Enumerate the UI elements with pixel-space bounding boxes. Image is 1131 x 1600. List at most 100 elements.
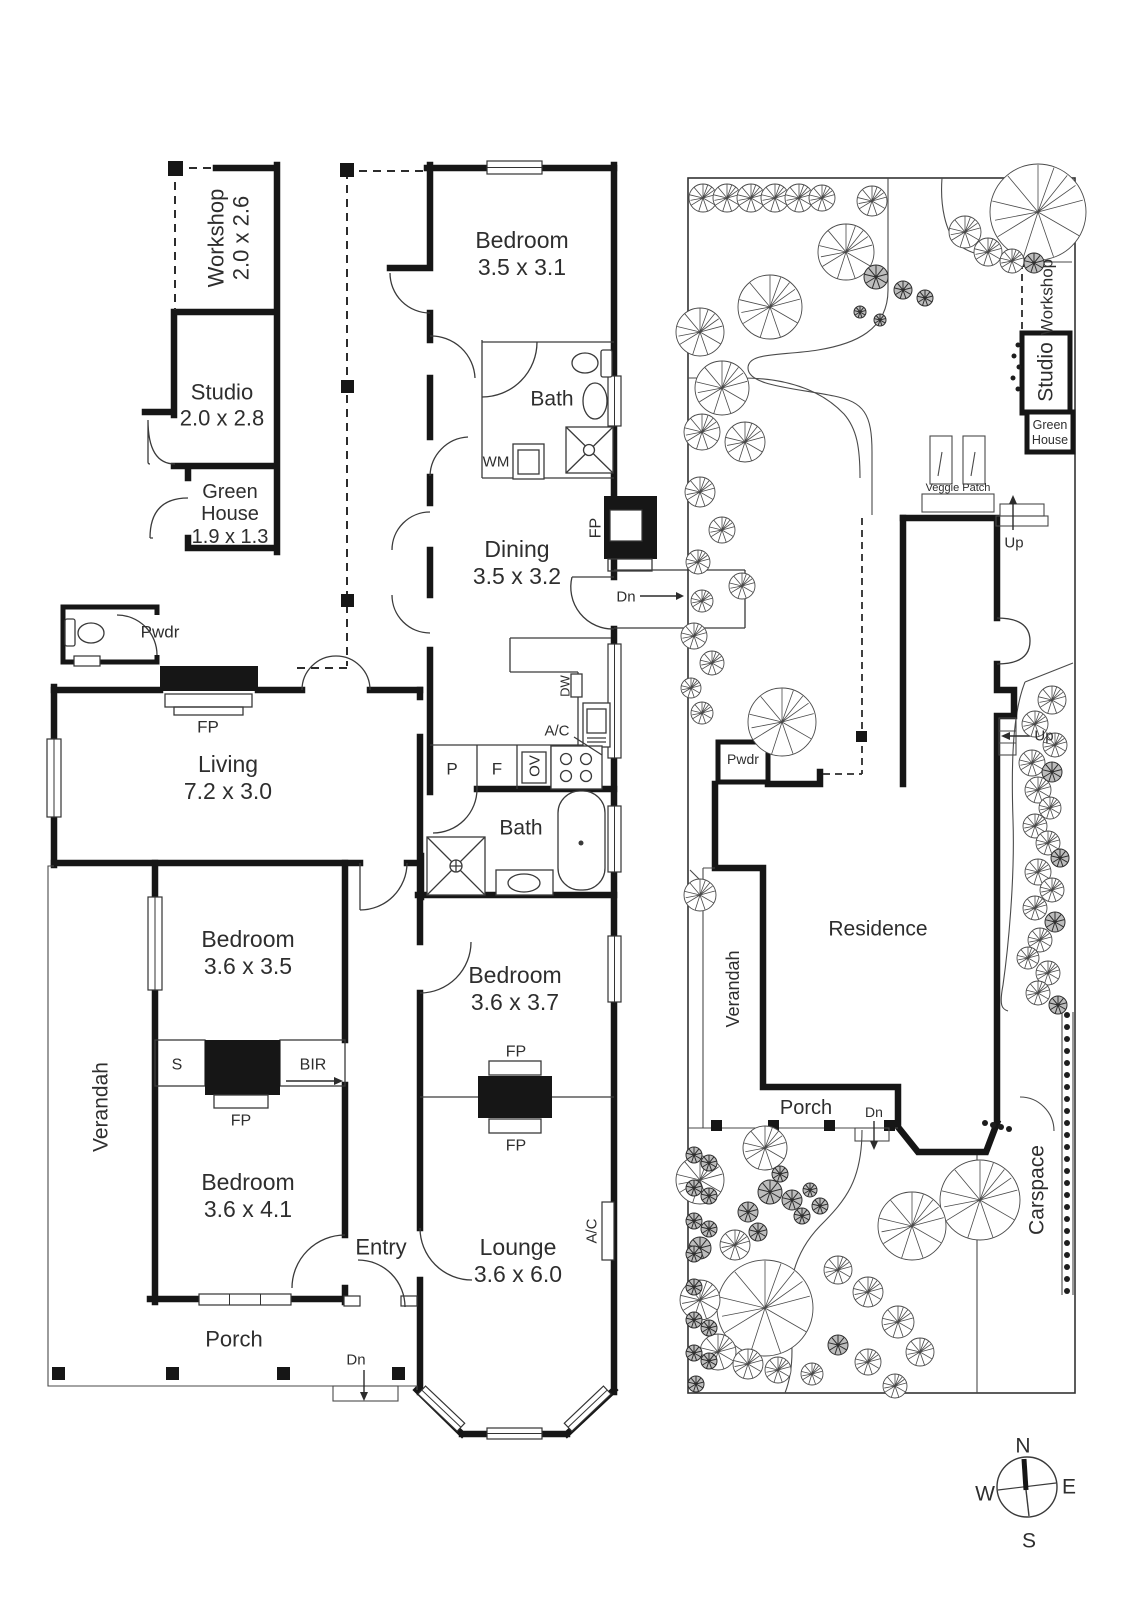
powder-room-walls xyxy=(60,604,160,665)
toilet-icon xyxy=(571,349,613,378)
site-plan: Workshop Studio Green House Veggie Patch… xyxy=(674,164,1086,1399)
workshop-label: Workshop xyxy=(204,189,229,288)
site-plan-labels: Workshop Studio Green House Veggie Patch… xyxy=(723,259,1068,1235)
washing-machine-icon xyxy=(512,443,545,480)
tree-icon xyxy=(684,476,716,508)
shrub-icon xyxy=(700,1352,718,1370)
verandah-site-label: Verandah xyxy=(723,950,743,1027)
porch-post xyxy=(824,1120,835,1131)
verandah-porch xyxy=(47,592,684,1402)
greenhouse-door xyxy=(149,497,189,539)
fireplace-bedroom xyxy=(154,1039,346,1109)
fridge-label: F xyxy=(492,760,502,779)
bath1-label: Bath xyxy=(530,388,573,411)
tree-icon xyxy=(685,549,711,575)
hedge-dot xyxy=(1064,1012,1070,1018)
fp-label: FP xyxy=(588,518,605,538)
tree-icon xyxy=(990,164,1086,260)
hedge-dot xyxy=(1064,1180,1070,1186)
window xyxy=(607,935,622,1003)
compass-needle xyxy=(1021,1458,1029,1491)
fp-label: FP xyxy=(197,718,219,737)
hedge-dot xyxy=(982,1120,988,1126)
shrub-icon xyxy=(737,1201,759,1223)
bedroom2-label: Bedroom xyxy=(201,926,294,952)
dn-label: Dn xyxy=(346,1352,365,1369)
wm-label: WM xyxy=(483,454,510,471)
shrub-icon xyxy=(685,1179,703,1197)
shower-icon xyxy=(565,426,614,474)
bedroom4-label: Bedroom xyxy=(468,962,561,988)
studio-door xyxy=(147,419,176,465)
window xyxy=(147,896,163,991)
studio-site-label: Studio xyxy=(1035,342,1058,402)
shrub-icon xyxy=(771,1165,789,1183)
hedge-dot xyxy=(1015,342,1021,348)
hedge-dot xyxy=(1064,1024,1070,1030)
porch-post xyxy=(768,1120,779,1131)
tree-icon xyxy=(882,1373,908,1399)
hedge-dot xyxy=(1011,353,1017,359)
hedge-dot xyxy=(1064,1264,1070,1270)
porch-step xyxy=(332,1385,399,1402)
hedge-dot xyxy=(1064,1060,1070,1066)
bay-window xyxy=(417,1385,466,1433)
tree-icon xyxy=(852,1276,884,1308)
tree-icon xyxy=(708,516,736,544)
hedge-dot xyxy=(1064,1096,1070,1102)
doors xyxy=(116,272,615,1308)
shrub-icon xyxy=(893,280,913,300)
tree-icon xyxy=(938,1158,1022,1242)
hedge-dot xyxy=(1064,1276,1070,1282)
porch-post xyxy=(166,1367,179,1380)
hedge-dot xyxy=(1010,375,1016,381)
tree-icon xyxy=(680,622,708,650)
shelf-label: S xyxy=(172,1057,183,1074)
shrub-icon xyxy=(1048,995,1068,1015)
steps-north xyxy=(995,495,1049,530)
shrub-icon xyxy=(802,1182,818,1198)
tree-icon xyxy=(876,1190,948,1262)
toilet-icon xyxy=(64,618,105,647)
window xyxy=(607,643,622,759)
tree-icon xyxy=(683,413,721,451)
site-outbuilding xyxy=(1014,257,1076,455)
tree-icon xyxy=(823,1255,853,1285)
site-verandah-porch xyxy=(688,867,898,1150)
greenhouse-site xyxy=(1024,409,1076,455)
tree-icon xyxy=(881,1305,915,1339)
living-dims: 7.2 x 3.0 xyxy=(184,778,272,804)
tree-icon xyxy=(690,701,714,725)
tree-icon xyxy=(1016,946,1040,970)
windows xyxy=(46,160,622,1440)
shrub-icon xyxy=(1050,848,1070,868)
window xyxy=(46,738,62,818)
hedge-dot xyxy=(1006,1126,1012,1132)
studio-dims: 2.0 x 2.8 xyxy=(180,406,264,431)
tree-icon xyxy=(905,1337,935,1367)
bedroom1-dims: 3.5 x 3.1 xyxy=(478,254,566,280)
window xyxy=(198,1293,292,1306)
shrub-icon xyxy=(781,1189,803,1211)
shrub-icon xyxy=(687,1375,705,1393)
greenhouse-label-2: House xyxy=(201,503,259,525)
shrub-icon xyxy=(685,1311,703,1329)
oven-label: OV xyxy=(527,755,544,777)
tree-icon xyxy=(1039,877,1065,903)
hedge-dot xyxy=(1064,1204,1070,1210)
tree-icon xyxy=(1037,685,1067,715)
french-doors xyxy=(996,617,1031,665)
bedroom3-label: Bedroom xyxy=(201,1169,294,1195)
shrub-icon xyxy=(685,1278,703,1296)
sink-icon xyxy=(582,702,611,748)
tree-icon xyxy=(719,1229,751,1261)
shrub-icon xyxy=(1041,761,1063,783)
fireplace-living xyxy=(160,666,258,716)
porch-post xyxy=(711,1120,722,1131)
pwdr-site-label: Pwdr xyxy=(727,751,759,767)
hedge-dot xyxy=(998,1124,1004,1130)
porch-step xyxy=(854,1127,890,1142)
tree-icon xyxy=(1022,895,1048,921)
living-label: Living xyxy=(198,751,258,777)
